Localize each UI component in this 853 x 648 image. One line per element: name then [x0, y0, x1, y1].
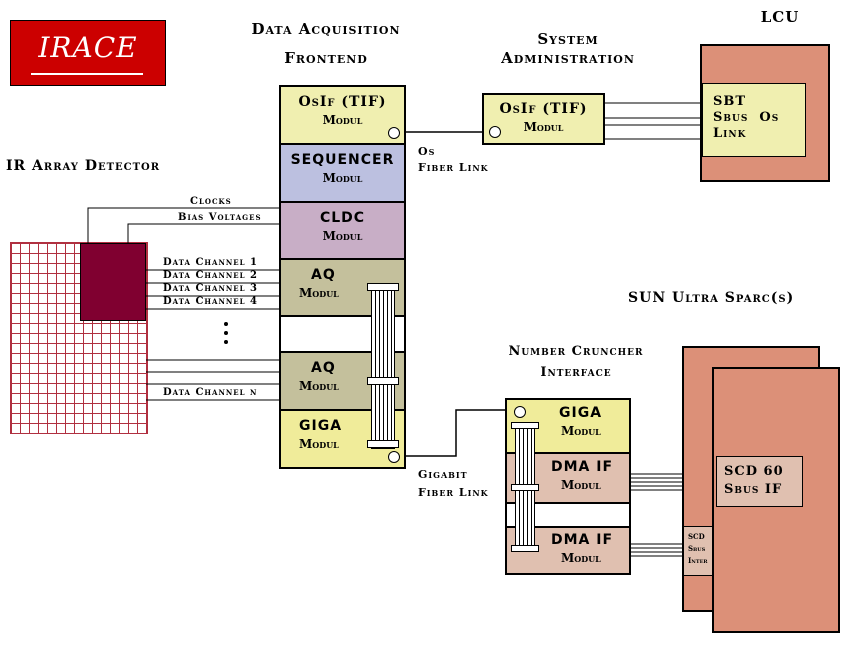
- lcu-title: LCU: [760, 8, 800, 26]
- frontend-backplane-bus: [371, 283, 395, 449]
- scd2-line2: Sbus: [688, 544, 706, 553]
- sysadmin-module-name: OsIf (TIF): [499, 101, 588, 117]
- data-channel-2-label: Data Channel 2: [163, 270, 258, 281]
- dma1-sub: Modul: [561, 478, 601, 492]
- frontend-title-line2: Frontend: [284, 49, 368, 67]
- os-fiber-line1: Os: [418, 145, 436, 158]
- bias-label: Bias Voltages: [178, 212, 262, 223]
- bus-connector: [511, 484, 539, 491]
- cruncher-title: Number Cruncher Interface: [486, 342, 666, 382]
- data-channel-3-label: Data Channel 3: [163, 283, 258, 294]
- frontend-rack: OsIf (TIF) Modul SEQUENCER Modul CLDC Mo…: [279, 85, 406, 469]
- bus-connector: [367, 283, 399, 291]
- cruncher-giga-sub: Modul: [561, 424, 601, 438]
- giga-module-sub: Modul: [299, 437, 339, 451]
- os-port-icon: [388, 127, 400, 139]
- lcu-line2: Sbus Os: [713, 110, 780, 125]
- cldc-module-name: CLDC: [319, 210, 366, 226]
- sysadmin-module-sub: Modul: [523, 120, 564, 134]
- aq2-module-name: AQ: [311, 360, 336, 376]
- cruncher-rack: GIGA Modul DMA IF Modul DMA IF Modul: [505, 398, 631, 575]
- giga-port-icon: [388, 451, 400, 463]
- cruncher-title-line2: Interface: [540, 365, 612, 380]
- sysadmin-port-icon: [489, 126, 501, 138]
- osif-module-sub: Modul: [322, 113, 363, 127]
- aq2-module-sub: Modul: [299, 379, 339, 393]
- lcu-line3: Link: [713, 126, 747, 141]
- dma2-name: DMA IF: [551, 532, 614, 548]
- sysadmin-osif-module: OsIf (TIF) Modul: [482, 93, 605, 145]
- bus-connector: [367, 377, 399, 385]
- aq1-module-sub: Modul: [299, 286, 339, 300]
- dma2-sub: Modul: [561, 551, 601, 565]
- bus-connector: [511, 422, 539, 429]
- logo-underline: [31, 73, 143, 75]
- scd2-line1: SCD: [688, 532, 705, 541]
- scd-sbus-card-2: SCD Sbus Inter: [683, 526, 713, 576]
- frontend-title-line1: Data Acquisition: [251, 20, 401, 38]
- sysadmin-title: System Administration: [478, 30, 658, 68]
- cruncher-title-line1: Number Cruncher: [508, 344, 644, 359]
- sun-title: SUN Ultra Sparc(s): [628, 290, 795, 306]
- bus-connector: [511, 545, 539, 552]
- gigabit-fiber-link-label: Gigabit Fiber Link: [418, 466, 489, 502]
- lcu-sbt-card: SBT Sbus Os Link: [702, 83, 806, 157]
- gigabit-fiber-line1: Gigabit: [418, 468, 468, 481]
- scd2-line3: Inter: [688, 556, 708, 565]
- scd-sbus-card: SCD 60 Sbus IF: [716, 456, 803, 507]
- os-fiber-line2: Fiber Link: [418, 161, 489, 174]
- data-channel-n-label: Data Channel n: [163, 387, 258, 398]
- frontend-sequencer-module: SEQUENCER Modul: [281, 145, 404, 203]
- cruncher-port-icon: [514, 406, 526, 418]
- os-fiber-link-label: Os Fiber Link: [418, 144, 489, 176]
- lcu-box: SBT Sbus Os Link: [700, 44, 830, 182]
- detector-title: IR Array Detector: [6, 158, 161, 174]
- data-channel-4-label: Data Channel 4: [163, 296, 258, 307]
- frontend-cldc-module: CLDC Modul: [281, 203, 404, 260]
- dma1-name: DMA IF: [551, 459, 614, 475]
- cruncher-giga-name: GIGA: [559, 405, 603, 421]
- scd-card-line2: Sbus IF: [724, 482, 783, 497]
- sequencer-module-sub: Modul: [322, 171, 363, 185]
- data-channel-1-label: Data Channel 1: [163, 257, 258, 268]
- clocks-label: Clocks: [190, 196, 232, 207]
- lcu-line1: SBT: [713, 94, 747, 109]
- frontend-title: Data Acquisition Frontend: [228, 20, 424, 68]
- osif-module-name: OsIf (TIF): [298, 94, 387, 110]
- bus-connector: [367, 440, 399, 448]
- irace-logo: IRACE: [10, 20, 166, 86]
- frontend-osif-module: OsIf (TIF) Modul: [281, 87, 404, 145]
- scd-card-line1: SCD 60: [724, 464, 784, 479]
- giga-module-name: GIGA: [299, 418, 343, 434]
- sun-box-front: SCD 60 Sbus IF: [712, 367, 840, 633]
- aq1-module-name: AQ: [311, 267, 336, 283]
- detector-chip: [80, 243, 146, 321]
- gigabit-fiber-line2: Fiber Link: [418, 486, 489, 499]
- sysadmin-title-line2: Administration: [501, 49, 635, 67]
- irace-logo-text: IRACE: [38, 31, 138, 64]
- sysadmin-title-line1: System: [537, 30, 599, 48]
- cldc-module-sub: Modul: [322, 229, 363, 243]
- sequencer-module-name: SEQUENCER: [290, 152, 395, 168]
